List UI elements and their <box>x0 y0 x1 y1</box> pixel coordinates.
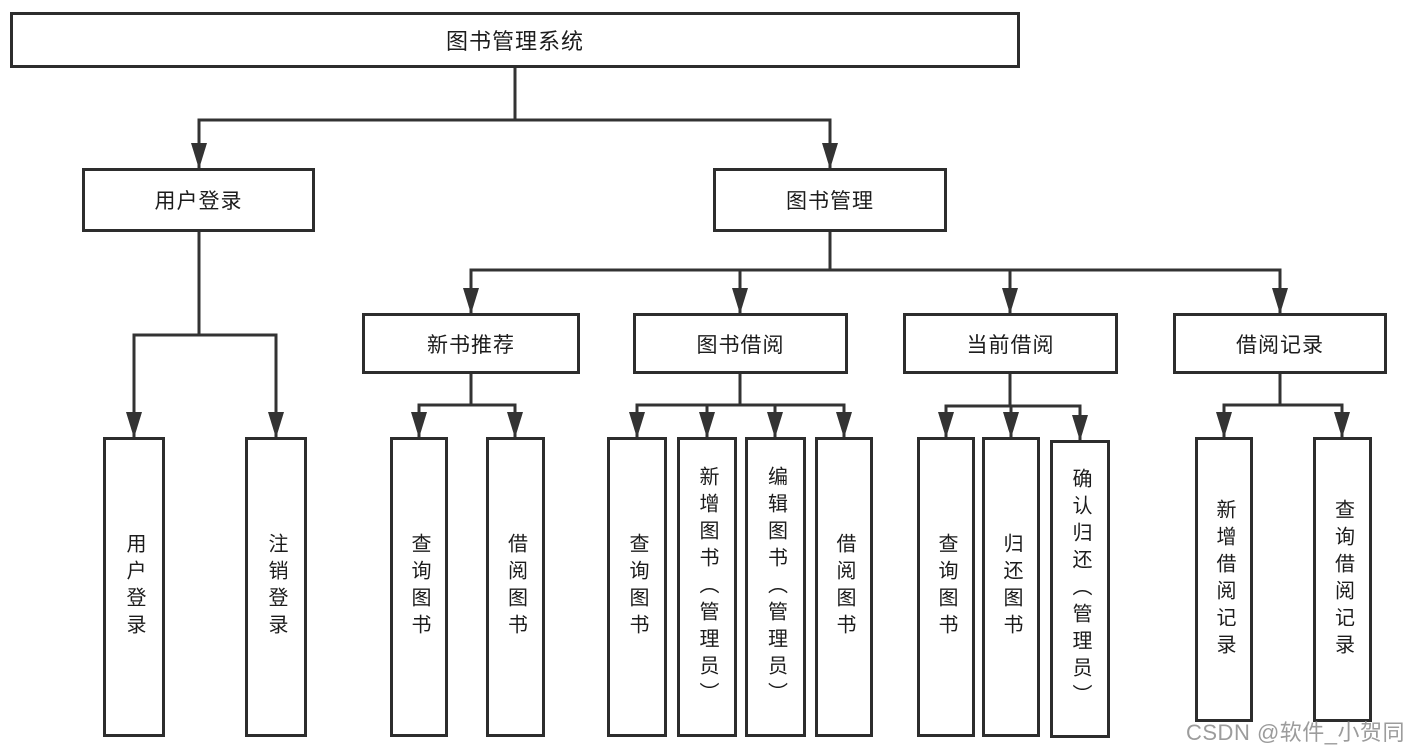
node-root: 图书管理系统 <box>10 12 1020 68</box>
leaf-current-query-books: 查询图书 <box>917 437 975 737</box>
leaf-borrow-edit-books-admin: 编辑图书（管理员） <box>745 437 806 737</box>
leaf-user-login: 用户登录 <box>103 437 165 737</box>
leaf-recommend-borrow-books: 借阅图书 <box>486 437 545 737</box>
leaf-recommend-query-books: 查询图书 <box>390 437 448 737</box>
leaf-logout-login: 注销登录 <box>245 437 307 737</box>
leaf-borrow-borrow-books: 借阅图书 <box>815 437 873 737</box>
node-current-borrow: 当前借阅 <box>903 313 1118 374</box>
leaf-records-query-record: 查询借阅记录 <box>1313 437 1372 722</box>
leaf-records-add-record: 新增借阅记录 <box>1195 437 1253 722</box>
node-book-borrow: 图书借阅 <box>633 313 848 374</box>
leaf-borrow-query-books: 查询图书 <box>607 437 667 737</box>
node-user-login: 用户登录 <box>82 168 315 232</box>
csdn-watermark: CSDN @软件_小贺同学 <box>1186 720 1405 745</box>
node-new-book-recommend: 新书推荐 <box>362 313 580 374</box>
leaf-current-return-books: 归还图书 <box>982 437 1040 737</box>
node-borrow-records: 借阅记录 <box>1173 313 1387 374</box>
leaf-borrow-add-books-admin: 新增图书（管理员） <box>677 437 737 737</box>
leaf-current-confirm-return-admin: 确认归还（管理员） <box>1050 440 1110 738</box>
node-book-management: 图书管理 <box>713 168 947 232</box>
